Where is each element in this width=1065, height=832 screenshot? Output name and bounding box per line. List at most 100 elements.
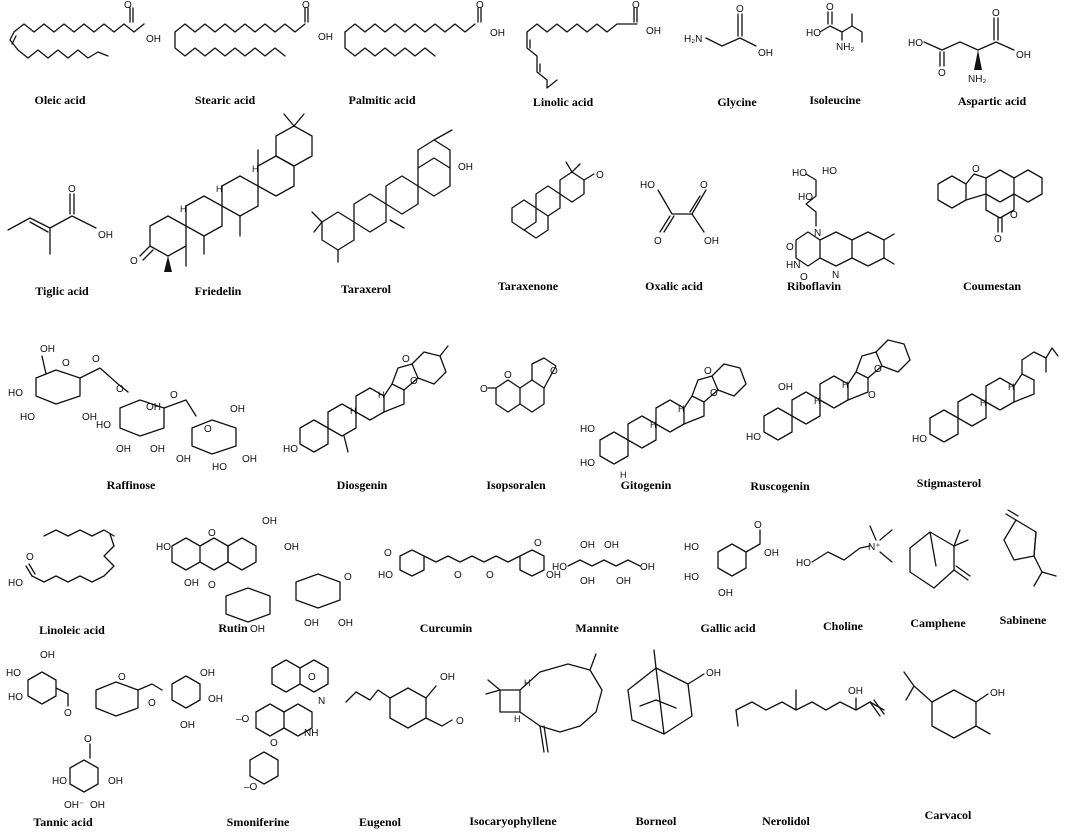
- structure-oleic-acid: O OH: [9, 0, 161, 59]
- structure-nerolidol: OH: [735, 686, 885, 727]
- svg-text:H: H: [1008, 382, 1015, 392]
- svg-text:HO: HO: [96, 420, 111, 431]
- svg-text:HO: HO: [684, 572, 699, 583]
- structure-taraxenone: O: [511, 161, 604, 239]
- label-smoniferine: Smoniferine: [226, 815, 290, 829]
- svg-text:OH: OH: [242, 454, 257, 465]
- svg-text:O: O: [148, 698, 156, 709]
- structure-coumestan: O O O: [937, 164, 1043, 245]
- svg-text:O: O: [476, 0, 484, 11]
- svg-text:O: O: [68, 184, 76, 195]
- structure-curcumin: O HO O O O OH: [378, 538, 561, 581]
- svg-text:O: O: [868, 390, 876, 401]
- svg-text:HO: HO: [640, 180, 655, 191]
- svg-text:O: O: [596, 170, 604, 181]
- label-gallic-acid: Gallic acid: [700, 621, 756, 635]
- structure-stigmasterol: HO H H: [912, 347, 1059, 445]
- structure-gallic-acid: O OH HO HO OH: [684, 520, 779, 599]
- svg-text:OH⁻: OH⁻: [64, 800, 84, 811]
- label-isopsoralen: Isopsoralen: [486, 478, 546, 492]
- svg-text:O: O: [270, 738, 278, 749]
- label-linolic-acid: Linolic acid: [532, 95, 594, 109]
- svg-text:O: O: [62, 358, 70, 369]
- label-diosgenin: Diosgenin: [336, 478, 388, 492]
- svg-text:O: O: [116, 384, 124, 395]
- svg-text:OH: OH: [284, 542, 299, 553]
- svg-text:OH: OH: [458, 162, 473, 173]
- svg-text:O: O: [1010, 210, 1018, 221]
- svg-text:O: O: [84, 734, 92, 745]
- svg-text:HO: HO: [806, 28, 821, 39]
- svg-text:O: O: [800, 272, 808, 283]
- svg-text:OH: OH: [116, 444, 131, 455]
- svg-text:O: O: [118, 672, 126, 683]
- svg-text:–O: –O: [236, 714, 250, 725]
- label-isocaryophyllene: Isocaryophyllene: [469, 814, 557, 828]
- svg-text:OH: OH: [176, 454, 191, 465]
- structure-smoniferine: O N O NH –O –O: [236, 659, 329, 793]
- svg-text:OH: OH: [1016, 50, 1031, 61]
- svg-text:OH: OH: [146, 34, 161, 45]
- svg-text:OH: OH: [184, 578, 199, 589]
- label-sabinene: Sabinene: [999, 613, 1047, 627]
- svg-text:OH: OH: [150, 444, 165, 455]
- svg-text:OH: OH: [98, 230, 113, 241]
- svg-text:O: O: [550, 366, 558, 377]
- svg-text:OH: OH: [146, 402, 161, 413]
- structure-glycine: H₂N O OH: [684, 4, 773, 59]
- label-coumestan: Coumestan: [962, 279, 1022, 293]
- svg-text:O: O: [874, 364, 882, 375]
- svg-text:OH: OH: [40, 650, 55, 661]
- svg-text:OH: OH: [990, 688, 1005, 699]
- svg-text:HO: HO: [156, 542, 171, 553]
- svg-text:OH: OH: [440, 672, 455, 683]
- svg-text:O: O: [994, 234, 1002, 245]
- structure-oxalic-acid: HO O O OH: [640, 180, 719, 247]
- svg-text:N: N: [832, 270, 839, 281]
- svg-text:HO: HO: [552, 562, 567, 573]
- svg-text:HN: HN: [786, 260, 800, 271]
- svg-text:O: O: [208, 580, 216, 591]
- label-gitogenin: Gitogenin: [620, 478, 672, 492]
- svg-text:OH: OH: [848, 686, 863, 697]
- svg-text:HO: HO: [52, 776, 67, 787]
- svg-text:O: O: [208, 528, 216, 539]
- svg-text:O: O: [344, 572, 352, 583]
- structure-carvacol: OH: [903, 671, 1005, 739]
- svg-text:O: O: [170, 390, 178, 401]
- svg-text:O: O: [480, 384, 488, 395]
- svg-text:O: O: [308, 672, 316, 683]
- structure-linolic-acid: O OH: [526, 0, 661, 89]
- svg-text:HO: HO: [792, 168, 807, 179]
- svg-text:OH: OH: [706, 668, 721, 679]
- label-palmitic-acid: Palmitic acid: [348, 93, 416, 107]
- svg-text:O: O: [754, 520, 762, 531]
- svg-text:OH: OH: [764, 548, 779, 559]
- svg-text:HO: HO: [8, 692, 23, 703]
- svg-text:HO: HO: [378, 570, 393, 581]
- svg-text:O: O: [710, 388, 718, 399]
- svg-text:OH: OH: [90, 800, 105, 811]
- structure-aspartic-acid: HO O O OH NH₂: [908, 8, 1031, 85]
- svg-text:H₂N: H₂N: [684, 34, 702, 45]
- svg-text:O: O: [486, 570, 494, 581]
- svg-text:O: O: [130, 256, 138, 267]
- svg-text:H: H: [814, 396, 821, 406]
- label-tiglic-acid: Tiglic acid: [35, 284, 89, 298]
- svg-text:OH: OH: [180, 720, 195, 731]
- svg-text:OH: OH: [262, 516, 277, 527]
- structure-sabinene: [1003, 509, 1057, 587]
- label-mannite: Mannite: [575, 621, 619, 635]
- svg-text:H: H: [620, 470, 627, 480]
- svg-text:O: O: [454, 570, 462, 581]
- svg-text:N: N: [318, 696, 325, 707]
- structure-isocaryophyllene: H H: [485, 653, 603, 753]
- svg-text:OH: OH: [318, 32, 333, 43]
- structure-isoleucine: HO O NH₂: [806, 2, 863, 53]
- label-carvacol: Carvacol: [924, 808, 972, 822]
- label-stearic-acid: Stearic acid: [194, 93, 256, 107]
- svg-text:HO: HO: [798, 192, 813, 203]
- svg-text:HO: HO: [908, 38, 923, 49]
- svg-text:OH: OH: [250, 624, 265, 635]
- svg-text:OH: OH: [778, 382, 793, 393]
